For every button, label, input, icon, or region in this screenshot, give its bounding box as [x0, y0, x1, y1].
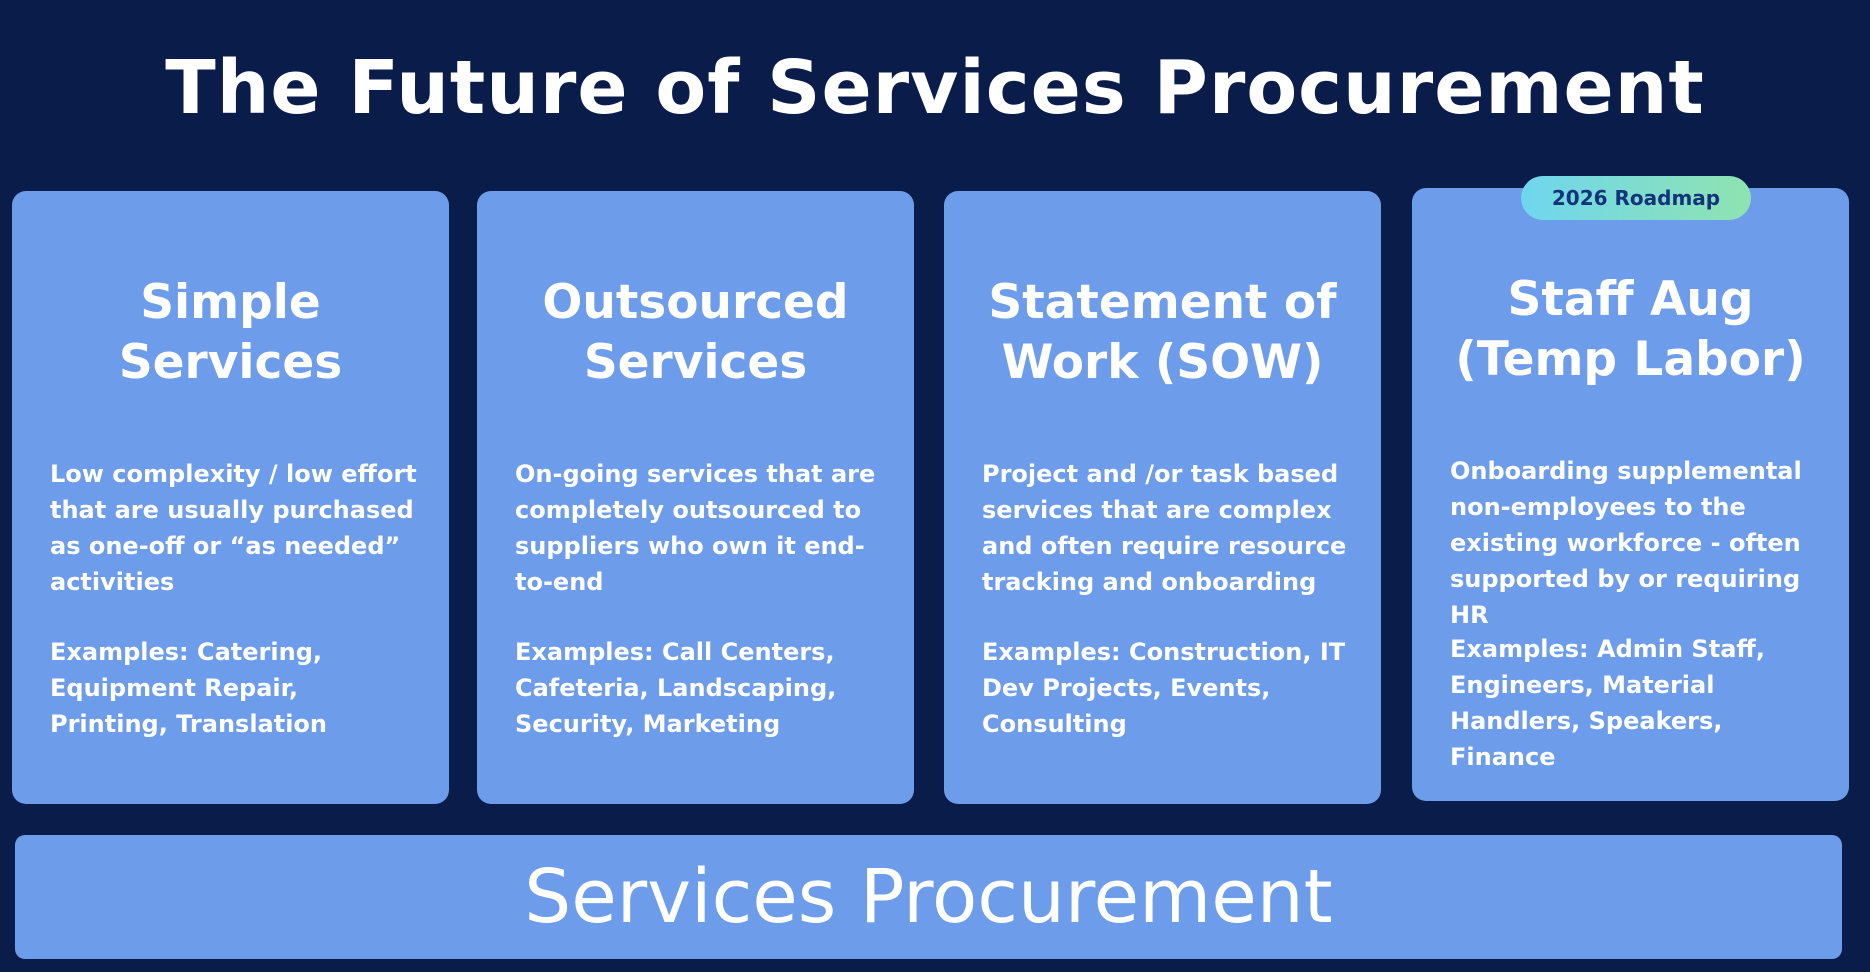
- card-description: Onboarding supplemental non-employees to…: [1450, 457, 1802, 629]
- card-title: Simple Services: [118, 275, 343, 390]
- roadmap-badge: 2026 Roadmap: [1521, 176, 1751, 220]
- card-title: Outsourced Services: [542, 275, 849, 390]
- card-staff-aug: Staff Aug (Temp Labor) Onboarding supple…: [1412, 188, 1849, 801]
- card-examples: Examples: Call Centers, Cafeteria, Lands…: [515, 638, 837, 738]
- card-description: Project and /or task based services that…: [982, 460, 1347, 596]
- card-simple-services: Simple Services Low complexity / low eff…: [12, 191, 449, 804]
- card-examples: Examples: Catering, Equipment Repair, Pr…: [50, 638, 328, 738]
- card-description: Low complexity / low effort that are usu…: [50, 460, 417, 596]
- services-procurement-bar: Services Procurement: [15, 835, 1842, 959]
- slide-title: The Future of Services Procurement: [165, 45, 1705, 131]
- card-title: Staff Aug (Temp Labor): [1455, 272, 1806, 387]
- card-examples: Examples: Construction, IT Dev Projects,…: [982, 638, 1346, 738]
- card-description: On-going services that are completely ou…: [515, 460, 876, 596]
- card-outsourced-services: Outsourced Services On-going services th…: [477, 191, 914, 804]
- card-statement-of-work: Statement of Work (SOW) Project and /or …: [944, 191, 1381, 804]
- card-title: Statement of Work (SOW): [988, 275, 1337, 390]
- card-examples: Examples: Admin Staff, Engineers, Materi…: [1450, 635, 1765, 771]
